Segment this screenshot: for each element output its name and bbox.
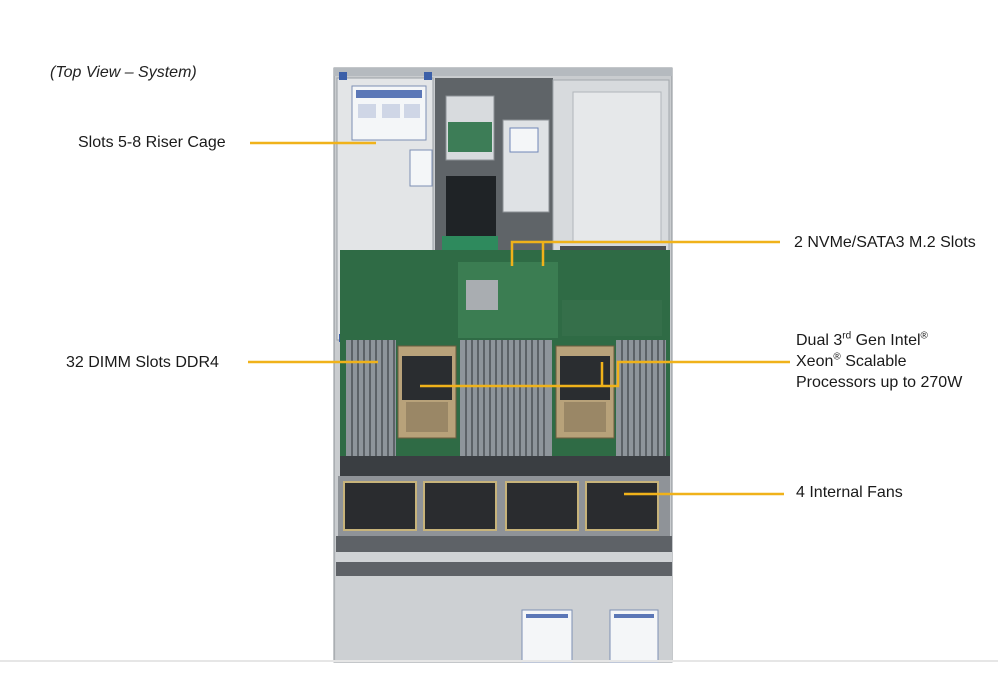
cpu-1-heatsink [397,345,457,439]
label-fans: 4 Internal Fans [796,484,903,501]
cpu-callout-line-1 [420,360,790,388]
service-label-2 [609,609,659,663]
pch-heatsink [466,280,498,310]
callout-lines [248,141,790,496]
cpu-2-heatsink [555,345,615,439]
label-cpu: Dual 3rd Gen Intel® Xeon® Scalable Proce… [796,330,962,393]
bottom-divider [0,660,998,662]
label-riser-cage: Slots 5-8 Riser Cage [78,134,226,151]
riser-card-area [435,78,553,260]
dimm-slot-lines [351,340,665,458]
fan-modules [343,481,659,531]
dimm-banks [346,340,666,458]
label-dimm-slots: 32 DIMM Slots DDR4 [66,354,219,371]
m2-callout-line-1 [510,240,780,266]
rear-rim [334,68,672,76]
service-label-1 [521,609,573,663]
fan-header-row [340,456,670,478]
view-caption: (Top View – System) [50,64,197,81]
label-cpu-line1: Dual 3rd Gen Intel® [796,330,928,349]
label-cpu-line2: Xeon® Scalable [796,351,907,370]
label-m2-slots: 2 NVMe/SATA3 M.2 Slots [794,234,976,251]
label-cpu-line3: Processors up to 270W [796,374,963,391]
